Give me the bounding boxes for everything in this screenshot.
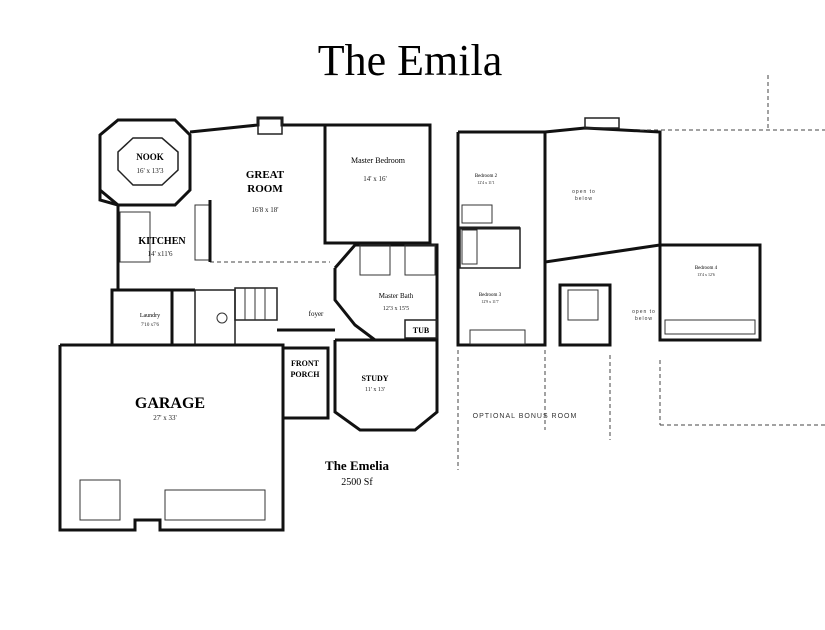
- garage-label: GARAGE: [135, 395, 205, 412]
- master-closet-2: [404, 244, 436, 276]
- tub-label: TUB: [413, 326, 430, 335]
- bedroom2-size: 12'4 x 11'1: [477, 180, 494, 185]
- kitchen-label: KITCHEN: [138, 236, 186, 247]
- toilet: [216, 312, 228, 324]
- great-room-size: 16'8 x 18': [251, 206, 278, 214]
- plan-name: The Emelia: [325, 458, 389, 473]
- powder-room: [194, 289, 236, 346]
- bedroom3-label: Bedroom 3: [479, 293, 502, 298]
- garage-door-left: [79, 479, 121, 521]
- study-label: STUDY: [361, 374, 388, 383]
- bedroom3-size: 12'9 x 11'7: [481, 299, 498, 304]
- open-to-below-1-line1: open to: [572, 189, 596, 195]
- nook-table: [117, 137, 179, 186]
- laundry-size: 7'10 x7'6: [141, 323, 160, 328]
- great-room-label-line2: ROOM: [247, 183, 283, 195]
- front-porch-label-line2: PORCH: [291, 370, 321, 379]
- master-bath-size: 12'3 x 15'5: [383, 306, 409, 312]
- plan-area: 2500 Sf: [341, 477, 373, 488]
- bedroom4-label: Bedroom 4: [695, 266, 718, 271]
- foyer-label: foyer: [309, 310, 324, 318]
- master-bedroom-size: 14' x 16': [363, 175, 387, 183]
- master-closet-1: [359, 244, 391, 276]
- stair-hall: [558, 283, 612, 347]
- great-room-label-line1: GREAT: [246, 169, 285, 181]
- garage-walls: [58, 343, 285, 532]
- upper-tub: [461, 229, 478, 265]
- master-bath-label: Master Bath: [379, 292, 414, 300]
- stairs: [234, 287, 278, 321]
- closet-bedroom2: [461, 204, 493, 224]
- study-size: 11' x 13': [365, 387, 385, 393]
- closet-bedroom3: [469, 329, 526, 345]
- upper-floor-plan: [456, 75, 825, 470]
- bedroom4-size: 13'4 x 12'6: [697, 272, 714, 277]
- upper-attic-vent: [584, 117, 620, 129]
- bedroom2-label: Bedroom 2: [475, 174, 498, 179]
- laundry-label: Laundry: [140, 313, 160, 319]
- tub-fixture: [404, 319, 438, 339]
- main-outer-wall: [189, 116, 432, 240]
- upper-bathroom: [459, 227, 521, 269]
- kitchen-size: 14' x11'6: [147, 250, 173, 258]
- nook-size: 16' x 13'3: [136, 167, 164, 175]
- open-to-below-1-line2: below: [575, 196, 593, 202]
- garage-size: 27' x 33': [153, 414, 177, 422]
- master-bedroom-walls: [323, 123, 432, 245]
- main-floor-plan: [58, 116, 439, 532]
- bonus-room-label: OPTIONAL BONUS ROOM: [473, 413, 578, 420]
- kitchen-counter: [119, 211, 151, 263]
- garage-door-right: [164, 489, 266, 521]
- upper-stairs: [567, 289, 599, 321]
- fireplace: [257, 117, 283, 135]
- nook-label: NOOK: [136, 152, 164, 162]
- study-walls: [333, 338, 439, 432]
- bedroom4-walls: [658, 243, 762, 342]
- page-title: The Emila: [318, 36, 503, 85]
- front-porch-label-line1: FRONT: [291, 359, 320, 368]
- kitchen-island: [194, 204, 210, 261]
- open-to-below-2-line2: below: [635, 316, 653, 322]
- closet-bedroom4: [664, 319, 756, 335]
- nook-walls: [98, 118, 192, 207]
- master-bedroom-label: Master Bedroom: [351, 156, 406, 165]
- open-to-below-2-line1: open to: [632, 309, 656, 315]
